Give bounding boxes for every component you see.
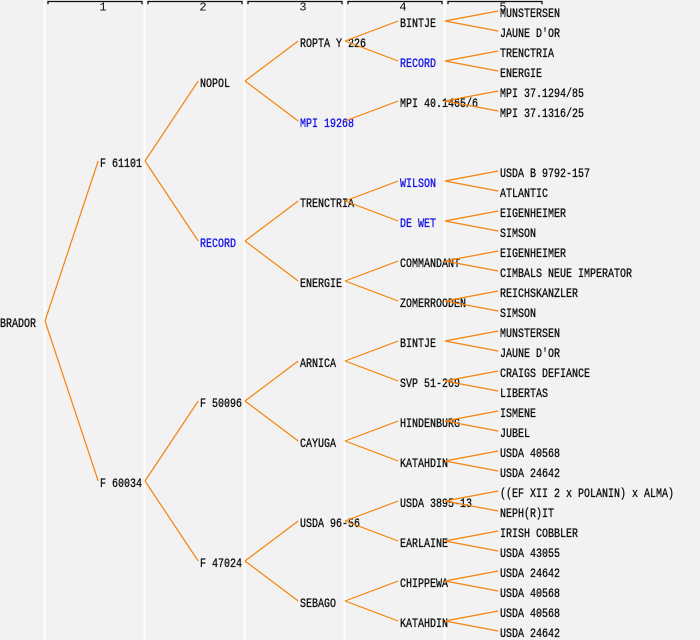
svg-text:USDA 40568: USDA 40568 [500,606,560,621]
svg-text:1: 1 [99,1,106,15]
svg-text:SIMSON: SIMSON [500,226,536,241]
svg-text:USDA 96-56: USDA 96-56 [300,516,360,531]
svg-text:COMMANDANT: COMMANDANT [400,256,460,271]
svg-text:2: 2 [199,1,206,15]
svg-text:3: 3 [299,1,306,15]
svg-text:EIGENHEIMER: EIGENHEIMER [500,206,566,221]
svg-text:MPI 37.1294/85: MPI 37.1294/85 [500,86,584,101]
svg-text:TRENCTRIA: TRENCTRIA [500,46,554,61]
svg-text:RECORD: RECORD [400,56,436,71]
svg-text:USDA 24642: USDA 24642 [500,466,560,481]
svg-text:ROPTA Y 226: ROPTA Y 226 [300,36,366,51]
svg-text:REICHSKANZLER: REICHSKANZLER [500,286,578,301]
svg-text:MPI 40.1465/6: MPI 40.1465/6 [400,96,478,111]
svg-text:EIGENHEIMER: EIGENHEIMER [500,246,566,261]
svg-text:MPI 19268: MPI 19268 [300,116,354,131]
svg-text:EARLAINE: EARLAINE [400,536,448,551]
svg-text:ENERGIE: ENERGIE [300,276,342,291]
svg-text:LIBERTAS: LIBERTAS [500,386,548,401]
svg-text:JUBEL: JUBEL [500,426,530,441]
svg-text:MUNSTERSEN: MUNSTERSEN [500,6,560,21]
svg-text:WILSON: WILSON [400,176,436,191]
svg-text:CIMBALS NEUE IMPERATOR: CIMBALS NEUE IMPERATOR [500,266,632,281]
svg-text:USDA B 9792-157: USDA B 9792-157 [500,166,590,181]
svg-text:CHIPPEWA: CHIPPEWA [400,576,448,591]
svg-text:RECORD: RECORD [200,236,236,251]
svg-text:BINTJE: BINTJE [400,336,436,351]
svg-text:JAUNE D'OR: JAUNE D'OR [500,346,560,361]
svg-text:((EF XII 2 x POLANIN) x ALMA): ((EF XII 2 x POLANIN) x ALMA) [500,486,674,501]
svg-text:USDA 43055: USDA 43055 [500,546,560,561]
svg-text:F 50096: F 50096 [200,396,242,411]
svg-text:SIMSON: SIMSON [500,306,536,321]
svg-text:F 60034: F 60034 [100,476,142,491]
svg-text:CRAIGS DEFIANCE: CRAIGS DEFIANCE [500,366,590,381]
svg-text:KATAHDIN: KATAHDIN [400,616,448,631]
svg-text:MPI 37.1316/25: MPI 37.1316/25 [500,106,584,121]
svg-text:USDA 24642: USDA 24642 [500,626,560,640]
svg-text:NEPH(R)IT: NEPH(R)IT [500,506,554,521]
svg-text:ARNICA: ARNICA [300,356,336,371]
svg-text:ISMENE: ISMENE [500,406,536,421]
svg-text:DE WET: DE WET [400,216,436,231]
svg-text:BRADOR: BRADOR [0,316,36,331]
svg-text:SEBAGO: SEBAGO [300,596,336,611]
svg-text:JAUNE D'OR: JAUNE D'OR [500,26,560,41]
svg-text:HINDENBURG: HINDENBURG [400,416,460,431]
svg-text:BINTJE: BINTJE [400,16,436,31]
svg-text:CAYUGA: CAYUGA [300,436,336,451]
svg-text:USDA 24642: USDA 24642 [500,566,560,581]
svg-text:ENERGIE: ENERGIE [500,66,542,81]
svg-text:NOPOL: NOPOL [200,76,230,91]
svg-text:ATLANTIC: ATLANTIC [500,186,548,201]
svg-text:F 61101: F 61101 [100,156,142,171]
svg-text:KATAHDIN: KATAHDIN [400,456,448,471]
svg-text:TRENCTRIA: TRENCTRIA [300,196,354,211]
svg-text:4: 4 [399,1,406,15]
svg-text:MUNSTERSEN: MUNSTERSEN [500,326,560,341]
svg-text:F 47024: F 47024 [200,556,242,571]
svg-text:USDA 40568: USDA 40568 [500,446,560,461]
svg-text:IRISH COBBLER: IRISH COBBLER [500,526,578,541]
svg-text:USDA 40568: USDA 40568 [500,586,560,601]
svg-text:SVP 51-269: SVP 51-269 [400,376,460,391]
svg-text:5: 5 [499,1,506,15]
